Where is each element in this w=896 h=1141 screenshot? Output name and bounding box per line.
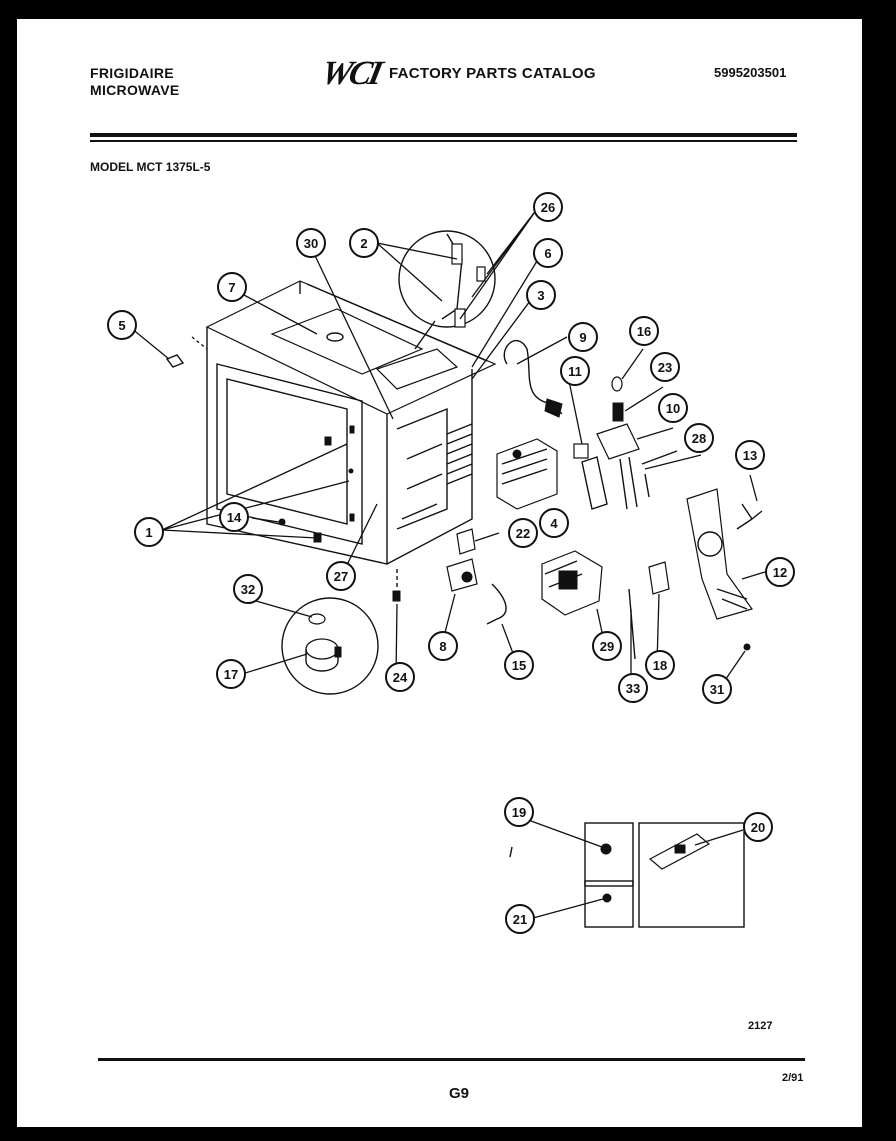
- svg-text:13: 13: [743, 448, 757, 463]
- callout-23: 23: [650, 352, 680, 382]
- transformer: [541, 550, 603, 616]
- callout-19: 19: [504, 797, 534, 827]
- svg-text:22: 22: [516, 526, 530, 541]
- svg-text:14: 14: [227, 510, 242, 525]
- callout-13: 13: [735, 440, 765, 470]
- svg-text:2: 2: [360, 236, 367, 251]
- callout-15: 15: [504, 650, 534, 680]
- svg-text:4: 4: [550, 516, 558, 531]
- fan-assembly: [686, 488, 763, 651]
- callout-3: 3: [526, 280, 556, 310]
- svg-text:27: 27: [334, 569, 348, 584]
- callout-26: 26: [533, 192, 563, 222]
- callout-18: 18: [645, 650, 675, 680]
- svg-text:30: 30: [304, 236, 318, 251]
- svg-text:17: 17: [224, 667, 238, 682]
- control-panel-detail: [509, 822, 745, 928]
- svg-text:6: 6: [544, 246, 551, 261]
- callout-2: 2: [349, 228, 379, 258]
- svg-text:31: 31: [710, 682, 724, 697]
- magnetron: [496, 438, 558, 510]
- header-rule-thick: [90, 133, 797, 137]
- power-cord: [503, 339, 563, 415]
- revision-date: 2/91: [782, 1072, 804, 1084]
- microwave-cabinet: [165, 280, 497, 602]
- callout-16: 16: [629, 316, 659, 346]
- svg-text:33: 33: [626, 681, 640, 696]
- page-code: G9: [449, 1085, 470, 1102]
- svg-text:28: 28: [692, 431, 706, 446]
- callout-7: 7: [217, 272, 247, 302]
- callout-32: 32: [233, 574, 263, 604]
- callout-27: 27: [326, 561, 356, 591]
- footer-rule: [98, 1058, 805, 1061]
- svg-text:19: 19: [512, 805, 526, 820]
- callout-28: 28: [684, 423, 714, 453]
- catalog-title: FACTORY PARTS CATALOG: [389, 65, 596, 82]
- svg-text:20: 20: [751, 820, 765, 835]
- leader-lines: [130, 208, 766, 919]
- catalog-sheet: FRIGIDAIRE MICROWAVE WCI FACTORY PARTS C…: [17, 19, 862, 1127]
- callout-14: 14: [219, 502, 249, 532]
- callout-24: 24: [385, 662, 415, 692]
- svg-text:18: 18: [653, 658, 667, 673]
- callout-4: 4: [539, 508, 569, 538]
- svg-text:9: 9: [579, 330, 586, 345]
- svg-text:32: 32: [241, 582, 255, 597]
- svg-text:10: 10: [666, 401, 680, 416]
- svg-text:5: 5: [118, 318, 125, 333]
- svg-text:24: 24: [393, 670, 408, 685]
- svg-text:8: 8: [439, 639, 446, 654]
- callout-12: 12: [765, 557, 795, 587]
- svg-text:1: 1: [145, 525, 152, 540]
- callout-6: 6: [533, 238, 563, 268]
- svg-text:29: 29: [600, 639, 614, 654]
- callout-22: 22: [508, 518, 538, 548]
- callout-30: 30: [296, 228, 326, 258]
- header-rule-thin: [90, 140, 797, 142]
- callout-20: 20: [743, 812, 773, 842]
- stirrer-motor-detail: [281, 597, 379, 695]
- exploded-parts-diagram: 1 2 3 4 5 6 7 8 9 10 11 12 13 14 15 16 1…: [107, 192, 795, 934]
- capacitor-bracket: [446, 528, 507, 625]
- catalog-number: 5995203501: [714, 65, 787, 80]
- door-interlock-parts: [573, 376, 678, 510]
- callout-33: 33: [618, 673, 648, 703]
- callout-1: 1: [134, 517, 164, 547]
- thermal-cutout: [628, 561, 670, 660]
- svg-text:26: 26: [541, 200, 555, 215]
- svg-text:7: 7: [228, 280, 235, 295]
- callout-9: 9: [568, 322, 598, 352]
- svg-text:16: 16: [637, 324, 651, 339]
- svg-text:23: 23: [658, 360, 672, 375]
- svg-text:21: 21: [513, 912, 527, 927]
- callout-31: 31: [702, 674, 732, 704]
- model-number: MODEL MCT 1375L-5: [90, 160, 211, 174]
- callout-5: 5: [107, 310, 137, 340]
- brand-name: FRIGIDAIRE: [90, 65, 174, 81]
- callout-17: 17: [216, 659, 246, 689]
- svg-text:3: 3: [537, 288, 544, 303]
- svg-text:12: 12: [773, 565, 787, 580]
- callout-11: 11: [560, 356, 590, 386]
- callout-8: 8: [428, 631, 458, 661]
- svg-text:11: 11: [568, 364, 582, 379]
- callout-10: 10: [658, 393, 688, 423]
- svg-text:15: 15: [512, 658, 526, 673]
- diagram-number: 2127: [748, 1020, 773, 1032]
- product-type: MICROWAVE: [90, 82, 180, 98]
- callout-29: 29: [592, 631, 622, 661]
- callout-21: 21: [505, 904, 535, 934]
